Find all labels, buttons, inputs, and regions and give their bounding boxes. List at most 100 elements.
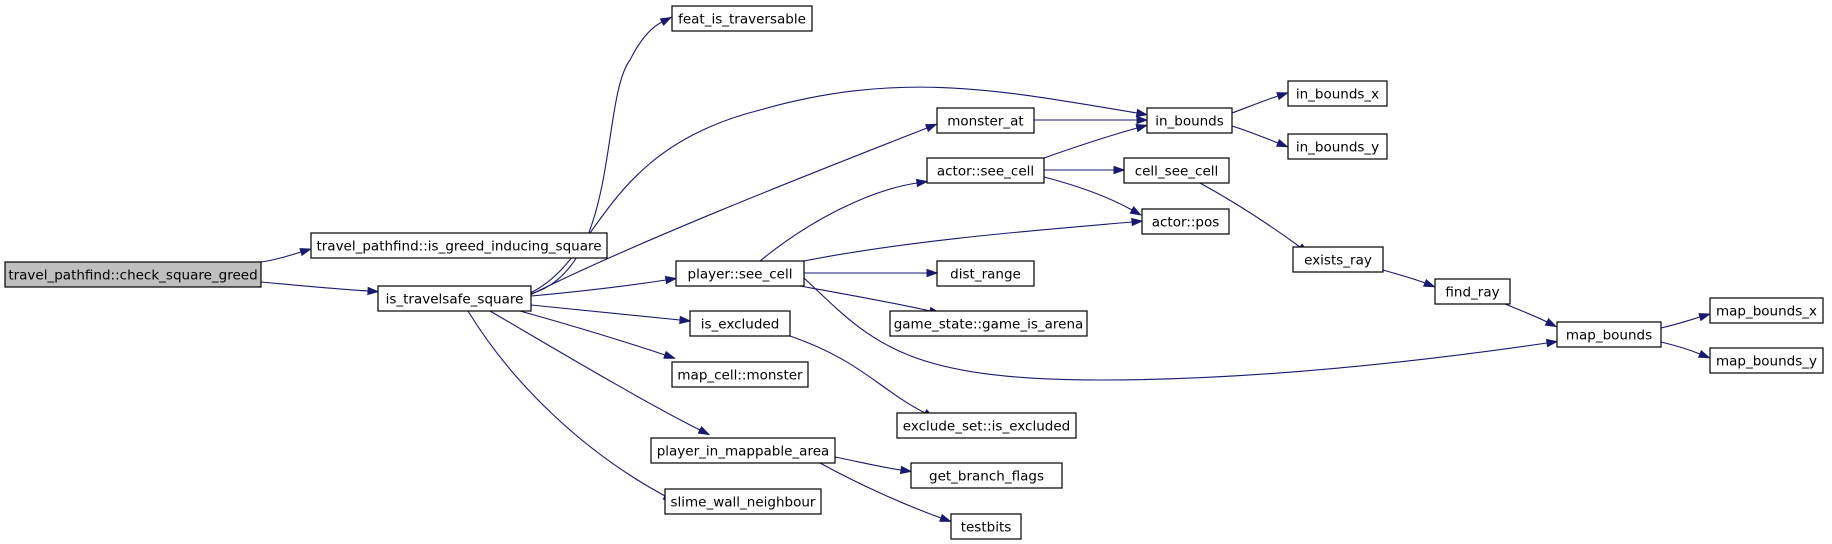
edge-line xyxy=(260,281,369,292)
node-label: map_bounds_y xyxy=(1716,354,1817,370)
node-is-excluded[interactable]: is_excluded xyxy=(689,310,791,337)
edge-arrowhead xyxy=(1136,115,1149,125)
edge-line xyxy=(803,277,1548,381)
edge-is_travelsafe_square-to-player_see_cell xyxy=(530,275,678,297)
node-map-bounds[interactable]: map_bounds xyxy=(1556,321,1662,348)
node-map-bounds-x[interactable]: map_bounds_x xyxy=(1709,297,1824,324)
edge-line xyxy=(819,462,942,519)
node-label: player::see_cell xyxy=(688,267,793,283)
edge-in_bounds-to-in_bounds_x xyxy=(1231,92,1289,114)
node-box xyxy=(1287,133,1388,160)
node-box xyxy=(650,437,836,464)
edge-arrowhead xyxy=(1131,217,1144,227)
edge-line xyxy=(799,285,931,312)
node-actor-see-cell[interactable]: actor::see_cell xyxy=(926,157,1045,184)
node-in-bounds-x[interactable]: in_bounds_x xyxy=(1287,80,1388,107)
node-check-square-greed[interactable]: travel_pathfind::check_square_greed xyxy=(4,261,262,288)
edge-line xyxy=(530,279,667,297)
edge-player_see_cell-to-map_bounds xyxy=(803,277,1559,381)
node-monster-at[interactable]: monster_at xyxy=(936,107,1035,134)
node-label: is_travelsafe_square xyxy=(386,292,524,308)
edge-line xyxy=(529,21,663,295)
node-box xyxy=(1434,278,1511,305)
edge-arrowhead xyxy=(1422,278,1436,288)
node-player-in-mappable-area[interactable]: player_in_mappable_area xyxy=(650,437,836,464)
node-in-bounds-y[interactable]: in_bounds_y xyxy=(1287,133,1388,160)
edge-line xyxy=(834,456,902,471)
nodes-layer: travel_pathfind::check_square_greed trave… xyxy=(4,5,1824,540)
node-box xyxy=(671,5,813,32)
edge-arrowhead xyxy=(1113,165,1126,175)
node-map-cell-monster[interactable]: map_cell::monster xyxy=(671,361,809,388)
node-feat-is-traversable[interactable]: feat_is_traversable xyxy=(671,5,813,32)
edge-line xyxy=(1231,95,1279,114)
node-label: in_bounds_x xyxy=(1296,87,1379,103)
edge-arrowhead xyxy=(924,123,938,133)
node-label: find_ray xyxy=(1445,285,1499,301)
node-testbits[interactable]: testbits xyxy=(950,513,1022,540)
node-box xyxy=(926,157,1045,184)
node-box xyxy=(1123,157,1230,184)
node-label: exists_ray xyxy=(1304,253,1372,269)
node-box xyxy=(1146,107,1233,134)
edge-is_excluded-to-exclude_set_is_excluded xyxy=(789,335,936,419)
node-slime-wall-neighbour[interactable]: slime_wall_neighbour xyxy=(664,488,822,515)
node-label: exclude_set::is_excluded xyxy=(903,419,1070,435)
node-box xyxy=(689,310,791,337)
node-dist-range[interactable]: dist_range xyxy=(936,260,1035,287)
node-in-bounds[interactable]: in_bounds xyxy=(1146,107,1233,134)
node-actor-pos[interactable]: actor::pos xyxy=(1141,208,1230,235)
node-game-is-arena[interactable]: game_state::game_is_arena xyxy=(889,310,1088,337)
edge-is_travelsafe_square-to-monster_at xyxy=(529,123,938,296)
edge-actor_see_cell-to-actor_pos xyxy=(1043,176,1143,216)
node-box xyxy=(671,361,809,388)
edge-actor_see_cell-to-cell_see_cell xyxy=(1044,165,1126,175)
edge-in_bounds-to-in_bounds_y xyxy=(1231,125,1289,148)
node-box xyxy=(1141,208,1230,235)
node-label: in_bounds xyxy=(1155,114,1224,130)
node-label: map_bounds xyxy=(1566,328,1652,344)
edge-arrowhead xyxy=(1135,124,1149,133)
edge-exists_ray-to-find_ray xyxy=(1382,269,1436,288)
edge-player_see_cell-to-dist_range xyxy=(804,268,939,278)
edge-line xyxy=(1231,125,1279,144)
node-player-see-cell[interactable]: player::see_cell xyxy=(675,260,805,287)
edge-line xyxy=(1043,127,1138,159)
edge-arrowhead xyxy=(926,268,939,278)
edge-line xyxy=(1382,269,1426,284)
edge-line xyxy=(529,127,928,296)
edge-map_bounds-to-map_bounds_x xyxy=(1660,313,1712,329)
node-box xyxy=(896,412,1077,439)
node-box xyxy=(675,260,805,287)
node-label: travel_pathfind::is_greed_inducing_squar… xyxy=(316,239,601,255)
edge-arrowhead xyxy=(915,178,929,188)
node-cell-see-cell[interactable]: cell_see_cell xyxy=(1123,157,1230,184)
node-get-branch-flags[interactable]: get_branch_flags xyxy=(910,462,1063,489)
edge-line xyxy=(1199,182,1301,248)
edge-check_square_greed-to-is_greed_inducing_square xyxy=(260,248,313,263)
node-is-travelsafe-square[interactable]: is_travelsafe_square xyxy=(377,285,532,312)
edge-map_bounds-to-map_bounds_y xyxy=(1660,341,1711,359)
edge-arrowhead xyxy=(367,286,380,296)
node-exists-ray[interactable]: exists_ray xyxy=(1292,246,1384,273)
edge-is_travelsafe_square-to-in_bounds xyxy=(529,86,1149,294)
edge-arrowhead xyxy=(664,275,678,285)
node-label: player_in_mappable_area xyxy=(657,444,830,460)
node-label: cell_see_cell xyxy=(1135,164,1219,180)
edge-line xyxy=(1043,176,1133,211)
edge-is_travelsafe_square-to-slime_wall_neighbour xyxy=(467,310,676,502)
edge-is_travelsafe_square-to-map_cell_monster xyxy=(519,310,676,359)
node-box xyxy=(1556,321,1662,348)
edge-arrowhead xyxy=(1544,318,1558,328)
node-box xyxy=(950,513,1022,540)
edge-line xyxy=(789,335,926,414)
node-box xyxy=(910,462,1063,489)
node-label: actor::pos xyxy=(1152,215,1220,231)
node-map-bounds-y[interactable]: map_bounds_y xyxy=(1709,347,1824,374)
node-find-ray[interactable]: find_ray xyxy=(1434,278,1511,305)
node-exclude-set-is-excluded[interactable]: exclude_set::is_excluded xyxy=(896,412,1077,439)
node-is-greed-inducing-square[interactable]: travel_pathfind::is_greed_inducing_squar… xyxy=(310,232,608,259)
node-label: is_excluded xyxy=(701,317,780,333)
node-label: dist_range xyxy=(950,267,1021,283)
